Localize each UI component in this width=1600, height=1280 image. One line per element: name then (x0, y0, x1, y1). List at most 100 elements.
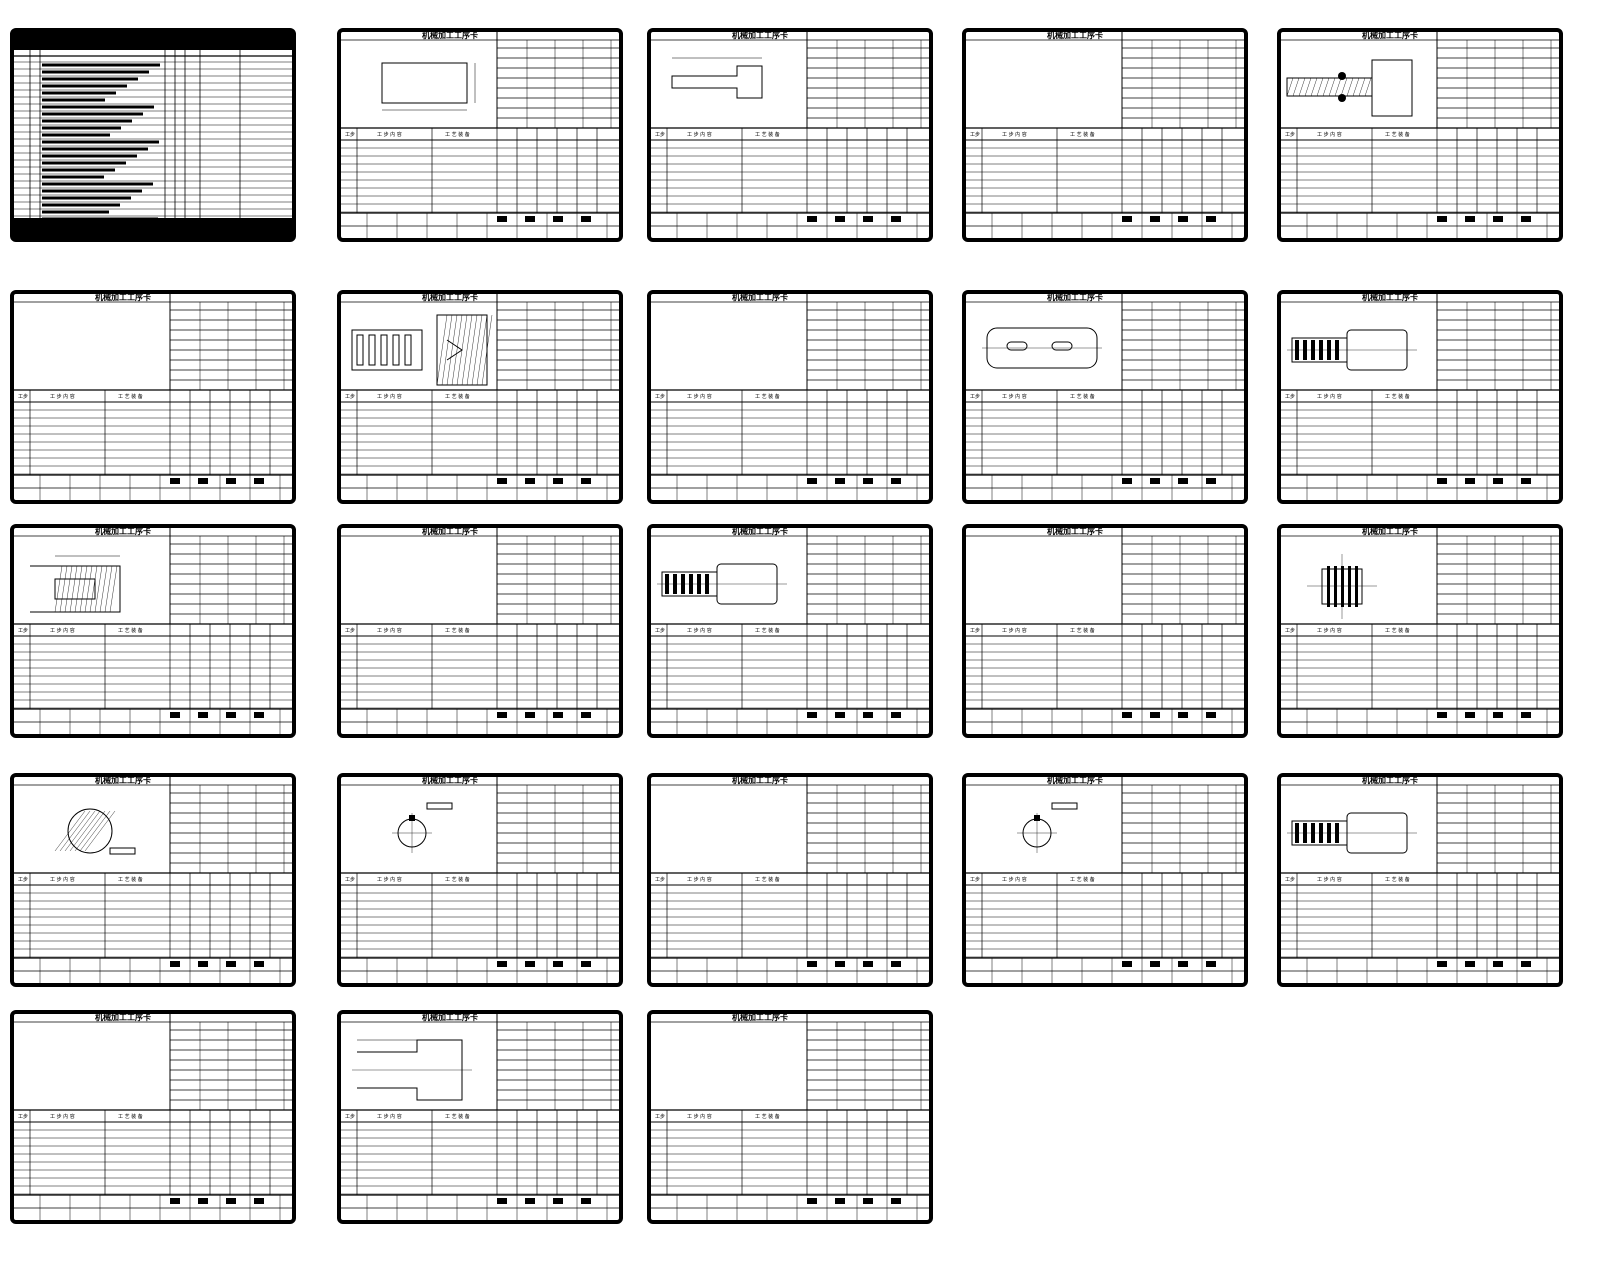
part-sketch (1017, 802, 1078, 853)
signature-mark (1178, 478, 1188, 484)
signature-mark (170, 1198, 180, 1204)
sheet-drawing: 机械加工工序卡工步工 步 内 容工 艺 装 备 (647, 1010, 933, 1224)
sheet-drawing: 机械加工工序卡工步工 步 内 容工 艺 装 备 (647, 524, 933, 738)
step-no-header: 工步 (345, 877, 355, 883)
part-sketch (392, 802, 453, 853)
tooth-mark (1341, 566, 1344, 607)
card-title: 机械加工工序卡 (422, 526, 478, 536)
signature-mark (1521, 961, 1531, 967)
signature-mark (891, 216, 901, 222)
signature-mark (553, 1198, 563, 1204)
signature-mark (835, 216, 845, 222)
step-content-header: 工 步 内 容 (50, 627, 75, 634)
operation-card-sheet: 机械加工工序卡工步工 步 内 容工 艺 装 备 (10, 290, 296, 504)
operation-card-sheet: 机械加工工序卡工步工 步 内 容工 艺 装 备 (337, 524, 623, 738)
signature-mark (1150, 961, 1160, 967)
process-row-text (42, 63, 160, 67)
step-content-header: 工 步 内 容 (1002, 131, 1027, 138)
signature-mark (863, 961, 873, 967)
equipment-header: 工 艺 装 备 (445, 1113, 470, 1120)
step-no-header: 工步 (345, 132, 355, 138)
signature-mark (581, 216, 591, 222)
signature-mark (254, 1198, 264, 1204)
equipment-header: 工 艺 装 备 (445, 627, 470, 634)
part-sketch (982, 327, 1102, 369)
table-rule (481, 314, 493, 386)
signature-mark (807, 1198, 817, 1204)
signature-mark (198, 1198, 208, 1204)
operation-card-sheet: 机械加工工序卡工步工 步 内 容工 艺 装 备 (647, 290, 933, 504)
signature-mark (525, 1198, 535, 1204)
signature-mark (497, 961, 507, 967)
process-row-text (42, 84, 127, 88)
signature-mark (1465, 216, 1475, 222)
operation-card-sheet: 机械加工工序卡工步工 步 内 容工 艺 装 备 (10, 773, 296, 987)
step-no-header: 工步 (1285, 394, 1295, 400)
table-rule (441, 314, 453, 386)
annotation-box (1051, 802, 1078, 810)
part-sketch (1307, 554, 1377, 619)
step-content-header: 工 步 内 容 (1317, 876, 1342, 883)
sheet-drawing: 机械加工工序卡工步工 步 内 容工 艺 装 备 (962, 524, 1248, 738)
sheet-drawing: 机械加工工序卡工步工 步 内 容工 艺 装 备 (647, 28, 933, 242)
table-rule (1304, 77, 1312, 97)
signature-mark (863, 712, 873, 718)
equipment-header: 工 艺 装 备 (755, 627, 780, 634)
card-title: 机械加工工序卡 (732, 526, 788, 536)
sheet-border (337, 524, 623, 738)
sheet-drawing: 机械加工工序卡工步工 步 内 容工 艺 装 备 (10, 524, 296, 738)
operation-card-sheet: 机械加工工序卡工步工 步 内 容工 艺 装 备 (337, 1010, 623, 1224)
signature-mark (1521, 216, 1531, 222)
equipment-header: 工 艺 装 备 (1385, 131, 1410, 138)
process-row-text (42, 154, 137, 158)
process-row-text (42, 77, 138, 81)
step-content-header: 工 步 内 容 (1317, 627, 1342, 634)
signature-mark (198, 478, 208, 484)
step-no-header: 工步 (1285, 132, 1295, 138)
sheet-drawing: 机械加工工序卡工步工 步 内 容工 艺 装 备 (337, 28, 623, 242)
groove (404, 334, 412, 366)
equipment-header: 工 艺 装 备 (445, 393, 470, 400)
table-rule (466, 314, 478, 386)
signature-mark (891, 961, 901, 967)
step-no-header: 工步 (655, 1114, 665, 1120)
signature-mark (863, 216, 873, 222)
signature-mark (1122, 961, 1132, 967)
step-no-header: 工步 (18, 1114, 28, 1120)
signature-mark (1493, 712, 1503, 718)
table-rule (69, 565, 78, 613)
signature-mark (807, 478, 817, 484)
sheet-drawing: 机械加工工序卡工步工 步 内 容工 艺 装 备 (1277, 290, 1563, 504)
tooth-mark (1334, 566, 1337, 607)
signature-mark (835, 478, 845, 484)
equipment-header: 工 艺 装 备 (118, 876, 143, 883)
signature-mark (835, 1198, 845, 1204)
signature-mark (1206, 478, 1216, 484)
signature-mark (553, 216, 563, 222)
step-content-header: 工 步 内 容 (687, 131, 712, 138)
step-no-header: 工步 (970, 628, 980, 634)
card-title: 机械加工工序卡 (95, 775, 151, 785)
signature-mark (835, 961, 845, 967)
signature-mark (1465, 712, 1475, 718)
card-title: 机械加工工序卡 (732, 30, 788, 40)
table-rule (1328, 77, 1336, 97)
table-rule (471, 314, 483, 386)
equipment-header: 工 艺 装 备 (1070, 627, 1095, 634)
part-outline (671, 65, 763, 99)
operation-card-sheet: 机械加工工序卡工步工 步 内 容工 艺 装 备 (647, 28, 933, 242)
process-row-text (42, 126, 121, 130)
signature-mark (1465, 478, 1475, 484)
groove (368, 334, 376, 366)
step-content-header: 工 步 内 容 (50, 1113, 75, 1120)
card-title: 机械加工工序卡 (1047, 30, 1103, 40)
sheet-drawing: 机械加工工序卡工步工 步 内 容工 艺 装 备 (647, 290, 933, 504)
table-rule (74, 810, 106, 852)
sheet-drawing: 机械加工工序卡工步工 步 内 容工 艺 装 备 (647, 773, 933, 987)
sheet-drawing: 机械加工工序卡工步工 步 内 容工 艺 装 备 (10, 290, 296, 504)
process-row-text (42, 105, 154, 109)
process-row-text (42, 98, 105, 102)
step-content-header: 工 步 内 容 (50, 876, 75, 883)
table-rule (451, 314, 463, 386)
part-sketch (352, 1039, 472, 1101)
